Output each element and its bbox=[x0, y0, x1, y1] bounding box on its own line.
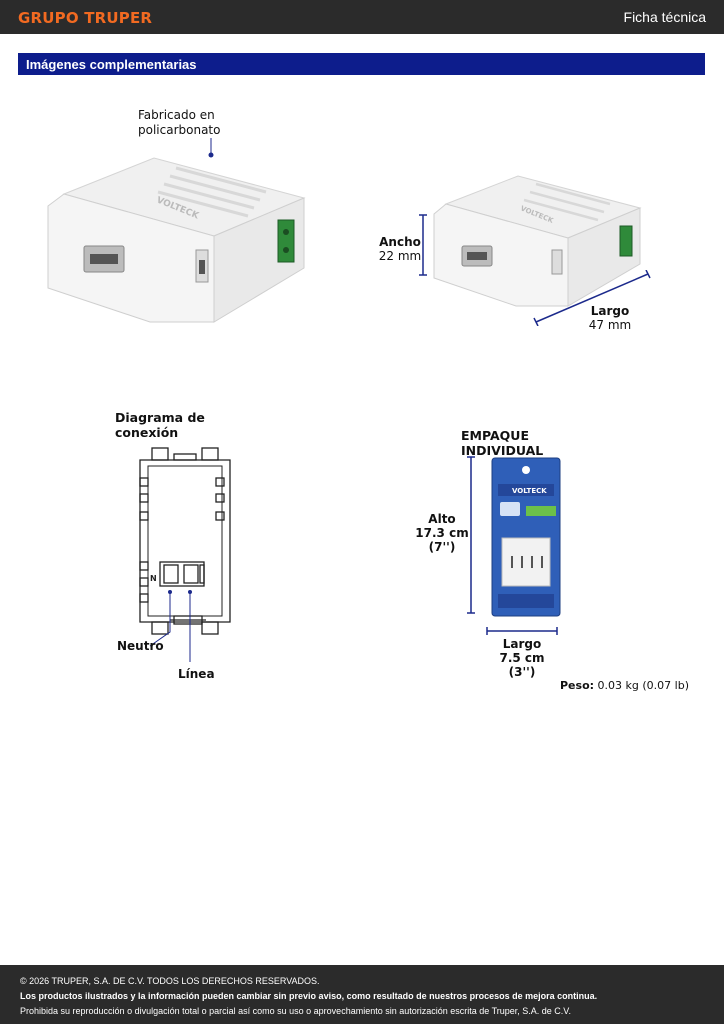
product-image-large: VOLTECK bbox=[47, 157, 306, 323]
document-type: Ficha técnica bbox=[623, 9, 706, 25]
alto-cm: 17.3 cm bbox=[415, 526, 469, 540]
ancho-label: Ancho bbox=[379, 235, 421, 249]
section-header: Imágenes complementarias bbox=[18, 53, 705, 75]
package-largo-cm: 7.5 cm bbox=[499, 651, 545, 665]
line-label: Línea bbox=[178, 667, 215, 681]
brand-logo: GRUPO TRUPER bbox=[18, 9, 153, 27]
terminal-n-mark: N bbox=[150, 574, 157, 583]
alto-in: (7'') bbox=[428, 540, 456, 554]
ancho-value: 22 mm bbox=[378, 249, 422, 263]
material-callout-line bbox=[208, 138, 214, 158]
packaging-title: EMPAQUE INDIVIDUAL bbox=[461, 428, 544, 458]
package-largo-in: (3'') bbox=[508, 665, 536, 679]
weight-value: 0.03 kg (0.07 lb) bbox=[597, 679, 689, 692]
footer-prohibition: Prohibida su reproducción o divulgación … bbox=[20, 1006, 571, 1016]
material-label: Fabricado en policarbonato bbox=[138, 108, 221, 137]
footer: © 2026 TRUPER, S.A. DE C.V. TODOS LOS DE… bbox=[0, 965, 724, 1024]
package-brand-mark: VOLTECK bbox=[512, 487, 547, 495]
largo-label: Largo bbox=[590, 304, 630, 318]
neutral-wire-line bbox=[149, 590, 172, 647]
weight-label: Peso: bbox=[560, 679, 595, 692]
package-largo-dimension-line bbox=[486, 627, 558, 635]
footer-copyright: © 2026 TRUPER, S.A. DE C.V. TODOS LOS DE… bbox=[20, 976, 320, 986]
weight-info: Peso: 0.03 kg (0.07 lb) bbox=[560, 678, 690, 693]
package-largo-label: Largo bbox=[502, 637, 542, 651]
neutral-label: Neutro bbox=[117, 639, 164, 653]
connection-diagram-title: Diagrama de conexión bbox=[115, 410, 205, 440]
alto-label: Alto bbox=[428, 512, 456, 526]
top-bar: GRUPO TRUPER Ficha técnica bbox=[0, 0, 724, 34]
section-title: Imágenes complementarias bbox=[26, 57, 197, 72]
package-image: VOLTECK bbox=[491, 457, 561, 617]
ancho-dimension-line bbox=[419, 214, 427, 276]
alto-dimension-line bbox=[467, 456, 475, 614]
connection-diagram: N bbox=[139, 447, 231, 635]
product-image-small: VOLTECK bbox=[433, 175, 642, 307]
footer-notice: Los productos ilustrados y la informació… bbox=[20, 991, 598, 1001]
largo-dimension-line bbox=[533, 270, 651, 326]
line-wire-line bbox=[188, 590, 192, 662]
largo-value: 47 mm bbox=[588, 318, 632, 332]
